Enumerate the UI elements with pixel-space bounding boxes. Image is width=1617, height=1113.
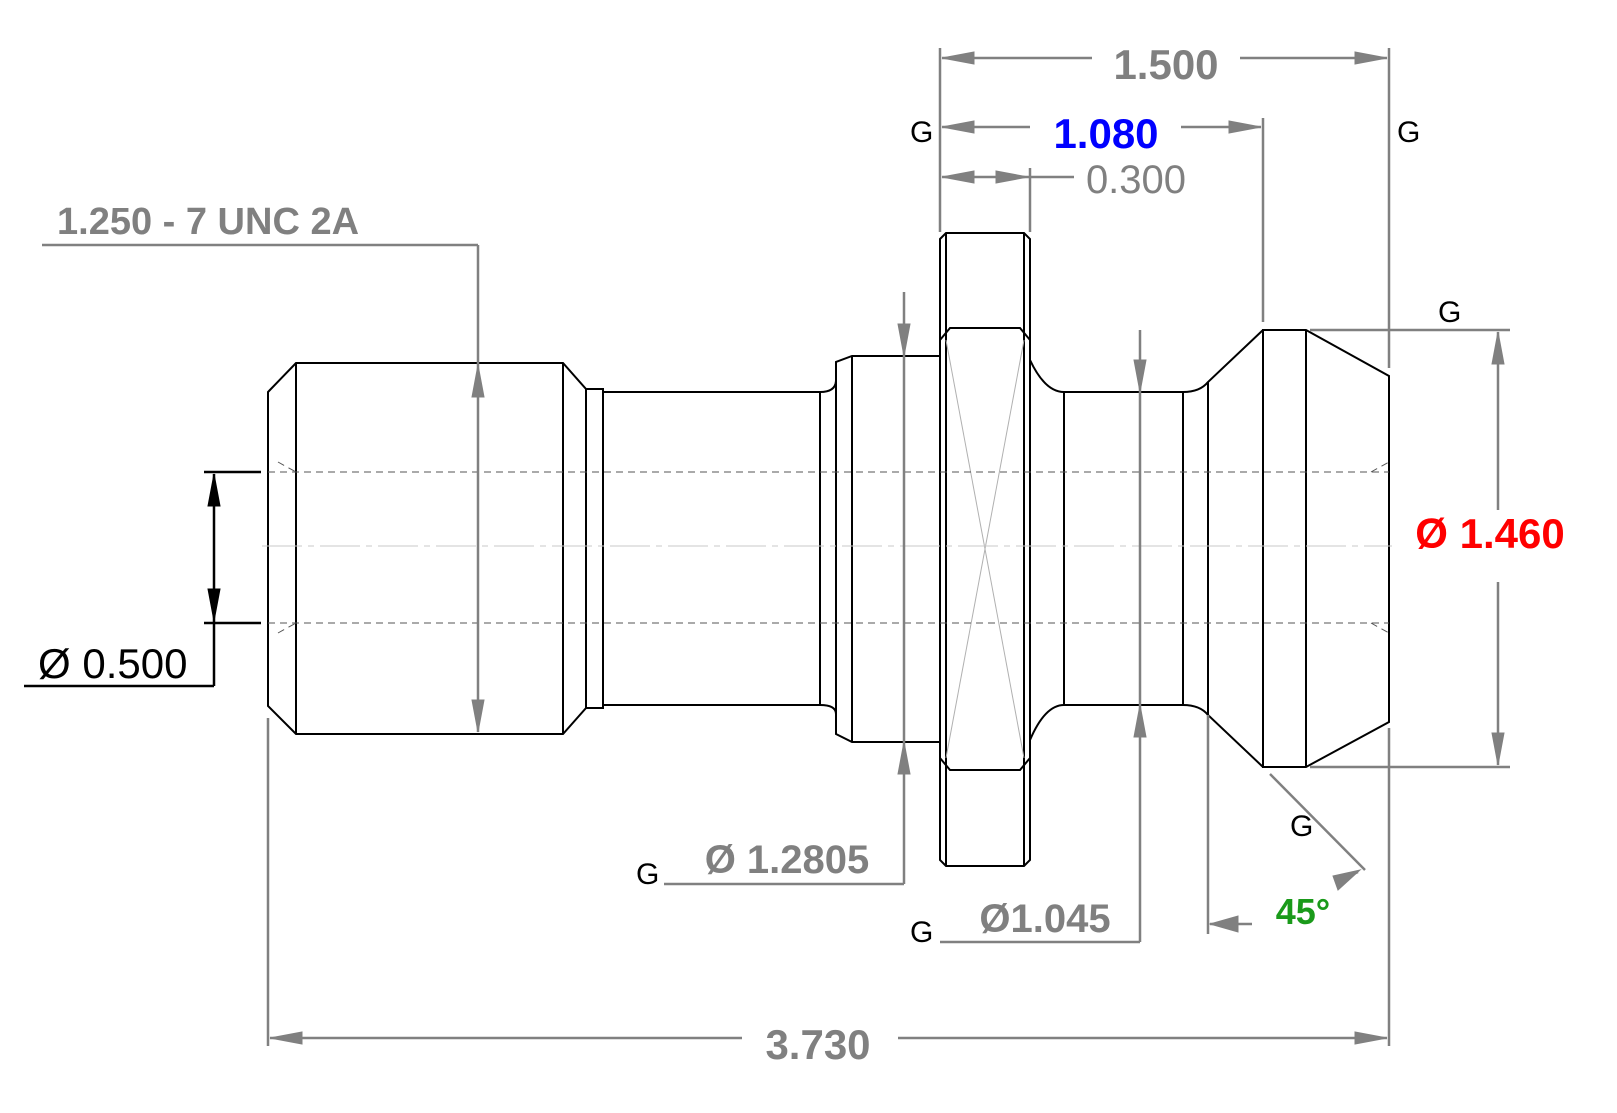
dim-collar-diameter: Ø 1.2805 <box>664 292 911 886</box>
dim-thread-label: 1.250 - 7 UNC 2A <box>57 201 359 243</box>
dim-head-diameter-label: Ø 1.460 <box>1415 510 1564 557</box>
dim-neck-diameter: Ø1.045 <box>940 330 1147 944</box>
ground-mark-2: G <box>1397 116 1420 149</box>
dim-overall-length: 3.730 <box>266 718 1391 1068</box>
hidden-bore <box>268 461 1390 634</box>
ground-mark-4: G <box>1290 810 1313 843</box>
ground-mark-3: G <box>1438 296 1461 329</box>
part-outline <box>267 232 1390 867</box>
flange-flat <box>939 327 1031 771</box>
dim-bore: Ø 0.500 <box>24 470 261 688</box>
thread-relief <box>585 388 604 709</box>
dim-chamfer-angle: 45° <box>1206 715 1366 934</box>
dim-thread: 1.250 - 7 UNC 2A <box>42 201 485 733</box>
dim-overall-length-label: 3.730 <box>765 1021 870 1068</box>
dim-flange-to-taper: 1.080 <box>941 110 1265 322</box>
dim-overall-width: 1.500 <box>938 41 1391 368</box>
dim-collar-diameter-label: Ø 1.2805 <box>705 838 870 882</box>
head <box>1262 329 1390 768</box>
neck <box>1029 359 1183 741</box>
dim-flange-width: 0.300 <box>941 158 1186 232</box>
shank <box>603 379 837 722</box>
ground-mark-6: G <box>910 916 933 949</box>
dim-chamfer-angle-label: 45° <box>1276 891 1330 932</box>
dim-flange-to-taper-label: 1.080 <box>1053 110 1158 157</box>
ground-mark-5: G <box>636 858 659 891</box>
dim-flange-width-label: 0.300 <box>1086 158 1186 202</box>
dim-head-diameter: Ø 1.460 <box>1310 328 1565 769</box>
ground-mark-1: G <box>910 116 933 149</box>
groove <box>1182 329 1264 768</box>
dim-overall-width-label: 1.500 <box>1113 41 1218 88</box>
thread-section <box>267 362 587 735</box>
ground-marks: G G G G G G <box>636 116 1461 949</box>
dim-neck-diameter-label: Ø1.045 <box>979 897 1110 941</box>
flange <box>939 232 1031 867</box>
dim-bore-label: Ø 0.500 <box>38 640 187 687</box>
